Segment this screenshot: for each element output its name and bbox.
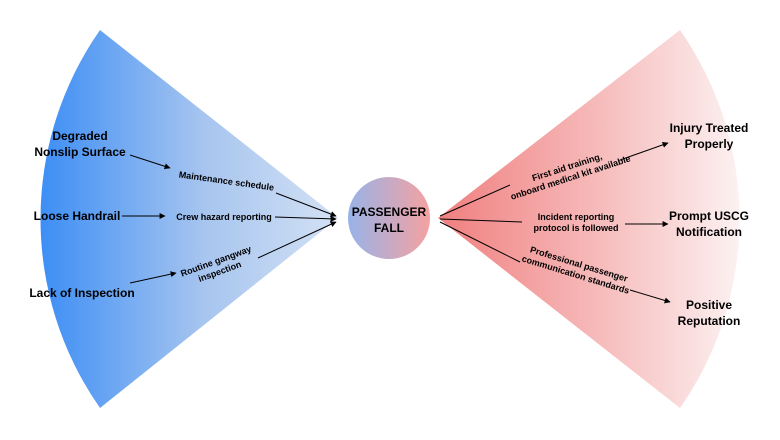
threat-2: Loose Handrail [34,209,121,223]
consequence-3-line-1: Positive [686,298,732,312]
barrier-crew-hazard-reporting: Crew hazard reporting [176,212,272,222]
consequence-3-line-2: Reputation [678,314,741,328]
arrow-threat-1 [129,154,171,170]
arrow-consequence-1 [619,141,669,161]
threat-1-line-1: Degraded [52,129,107,143]
consequence-2-line-2: Notification [676,225,742,239]
arrow-threat-3 [129,271,177,284]
arrow-barrier-2 [274,215,337,222]
consequence-1-line-2: Properly [685,137,734,151]
right-fan [438,30,740,408]
line-mitigation-1 [439,184,511,217]
arrow-barrier-1 [275,192,337,217]
threat-1-line-2: Nonslip Surface [34,145,126,159]
center-event-line-2: FALL [374,221,404,235]
line-mitigation-3 [439,221,521,263]
consequence-1-line-1: Injury Treated [670,121,749,135]
barrier-incident-reporting-line-1: Incident reporting [538,212,615,222]
arrow-barrier-3 [257,221,337,259]
consequence-2-line-1: Prompt USCG [669,209,749,223]
arrow-consequence-3 [629,289,671,304]
barrier-incident-reporting-line-2: protocol is followed [534,223,619,233]
threat-3: Lack of Inspection [29,286,134,300]
line-mitigation-2 [439,218,523,223]
left-fan [40,30,339,408]
center-event-circle [348,177,430,259]
center-event-line-1: PASSENGER [352,205,427,219]
